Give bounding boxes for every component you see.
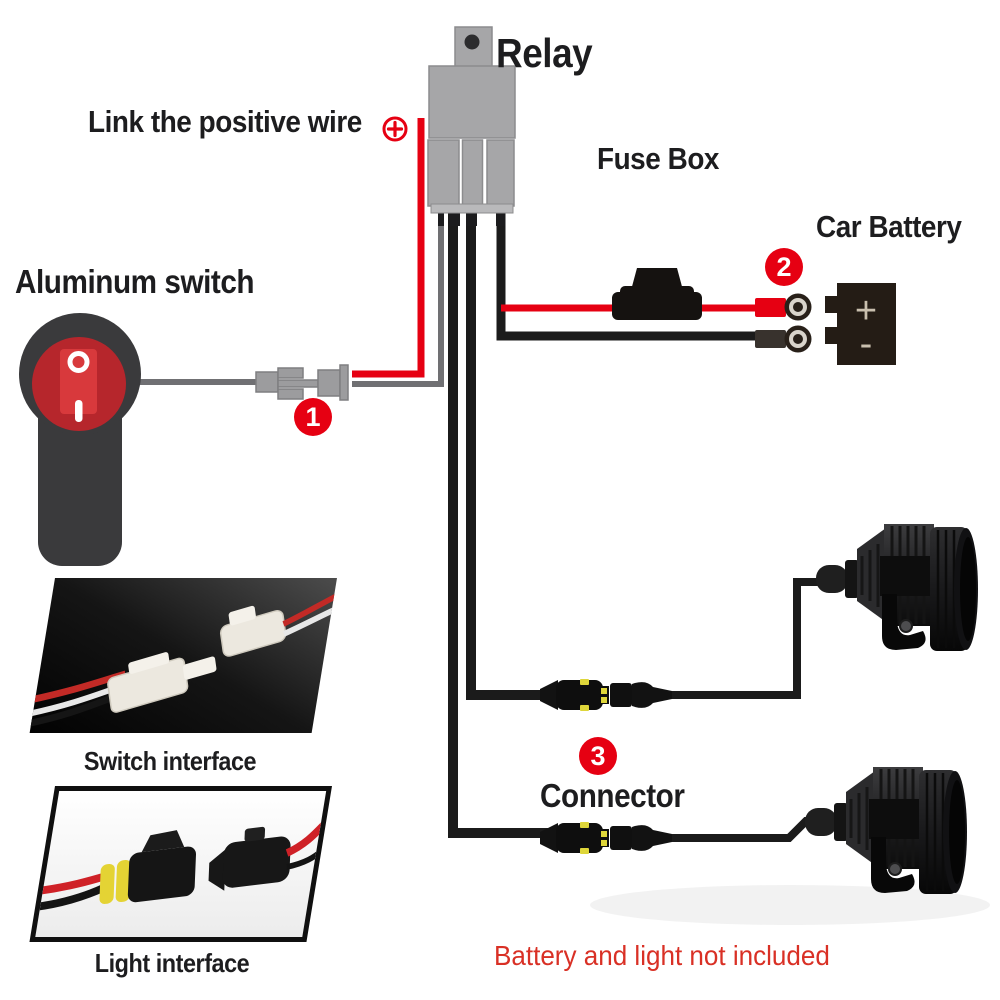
relay-mount-hole-icon xyxy=(464,34,480,50)
switch-connector-pair xyxy=(255,364,349,401)
positive-red-wire xyxy=(352,118,425,378)
light-connector-pair-bottom xyxy=(540,822,672,854)
mounting-bracket xyxy=(882,594,926,650)
switch-interface-photo-art xyxy=(29,591,338,728)
fuse-box-label: Fuse Box xyxy=(597,141,719,176)
light-interface-photo xyxy=(29,786,333,942)
fog-light-bottom xyxy=(803,765,969,896)
rocker-off-symbol xyxy=(67,351,90,373)
light-interface-caption: Light interface xyxy=(94,948,250,978)
switch-interface-photo xyxy=(29,578,338,733)
output-wire-top xyxy=(466,211,548,700)
step-2-badge: 2 xyxy=(765,248,803,286)
ring-terminal-positive xyxy=(784,293,812,321)
aluminum-switch-label: Aluminum switch xyxy=(15,263,255,300)
relay-trigger-gray-wire xyxy=(352,211,444,387)
positive-plus-icon xyxy=(382,116,408,142)
rocker-on-symbol xyxy=(75,400,83,422)
positive-crimp xyxy=(755,298,786,317)
car-battery-component: + - xyxy=(755,283,896,365)
battery-ground-wire xyxy=(496,211,765,341)
aluminum-switch-component xyxy=(19,313,141,566)
negative-crimp xyxy=(755,330,786,348)
light-shadow xyxy=(590,885,990,925)
car-battery-label: Car Battery xyxy=(816,209,962,244)
relay-label: Relay xyxy=(496,30,593,76)
light1-wire xyxy=(662,578,822,699)
fuse-holder xyxy=(612,268,702,320)
light2-wire xyxy=(662,817,816,842)
step-1-badge: 1 xyxy=(294,398,332,436)
link-positive-wire-label: Link the positive wire xyxy=(88,104,362,139)
battery-positive-symbol: + xyxy=(855,290,877,332)
connector-label: Connector xyxy=(540,777,685,814)
not-included-note: Battery and light not included xyxy=(494,940,830,971)
light-interface-photo-art xyxy=(35,822,327,911)
output-wire-bottom xyxy=(448,211,548,838)
fog-light-top xyxy=(816,524,978,651)
wiring-harness xyxy=(128,118,822,842)
battery-negative-symbol: - xyxy=(860,323,873,365)
light-connector-pair-top xyxy=(540,679,672,711)
ring-terminal-negative xyxy=(784,325,812,353)
switch-interface-caption: Switch interface xyxy=(83,746,257,776)
relay-component xyxy=(427,26,516,226)
step-3-badge: 3 xyxy=(579,737,617,775)
